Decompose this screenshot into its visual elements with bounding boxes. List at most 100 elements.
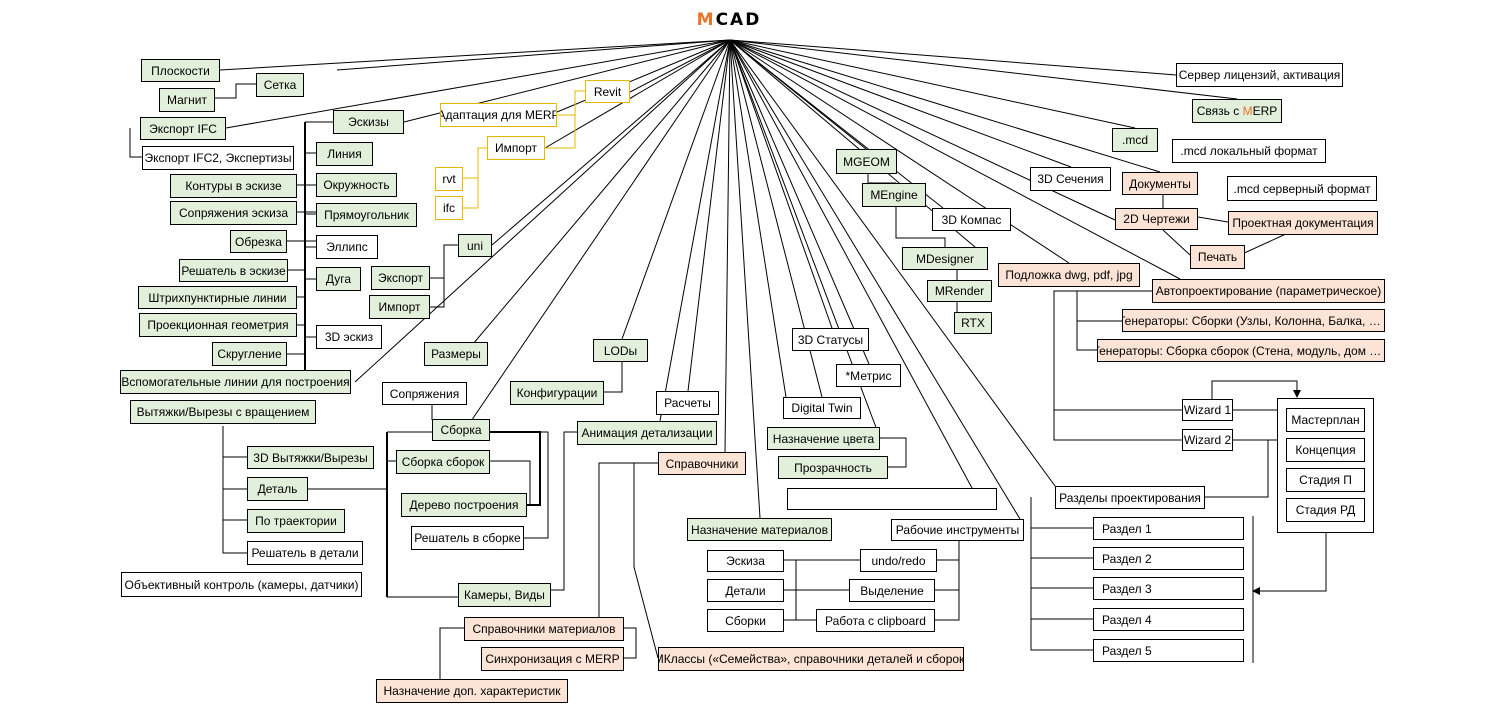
node-prozrachnost[interactable]: Прозрачность [778, 456, 888, 479]
node-rvt[interactable]: rvt [435, 167, 463, 191]
node-digital-twin[interactable]: Digital Twin [783, 397, 861, 419]
node-stadiya-p[interactable]: Стадия П [1286, 468, 1365, 492]
node-dokumenty[interactable]: Документы [1122, 172, 1198, 195]
node-mcd[interactable]: .mcd [1112, 128, 1158, 152]
node-animaciya[interactable]: Анимация детализации [577, 421, 717, 445]
node-derevo[interactable]: Дерево построения [401, 493, 527, 517]
node-ploskosti[interactable]: Плоскости [141, 59, 220, 82]
node-vytyazhki[interactable]: Вытяжки/Вырезы с вращением [130, 400, 316, 424]
node-pryamougolnik[interactable]: Прямоугольник [316, 203, 417, 227]
node-proekt-doc[interactable]: Проектная документация [1228, 211, 1378, 235]
hub-connector [729, 39, 870, 365]
node-razdel-4[interactable]: Раздел 4 [1093, 608, 1244, 631]
node-3d-secheniya[interactable]: 3D Сечения [1030, 167, 1111, 191]
node-export-uni[interactable]: Экспорт [371, 266, 430, 290]
node-ifc[interactable]: ifc [435, 196, 463, 220]
node-duga[interactable]: Дуга [316, 267, 361, 291]
node-sopryazheniya-eskiza[interactable]: Сопряжения эскиза [170, 201, 297, 225]
node-skruglenie[interactable]: Скругление [212, 342, 287, 366]
node-sborka[interactable]: Сборка [432, 419, 490, 441]
node-avtoproekt[interactable]: Автопроектирование (параметрическое) [1152, 279, 1385, 303]
node-vspom[interactable]: Вспомогательные линии для построения [120, 370, 351, 394]
node-wizard2[interactable]: Wizard 2 [1182, 429, 1233, 451]
node-sprav-mat[interactable]: Справочники материалов [464, 617, 624, 641]
node-razdel-5[interactable]: Раздел 5 [1093, 639, 1244, 662]
node-mdesigner[interactable]: MDesigner [902, 247, 988, 270]
node-mcd-local[interactable]: .mcd локальный формат [1172, 139, 1326, 163]
node-liniya[interactable]: Линия [316, 142, 373, 166]
node-metris[interactable]: *Метрис [836, 364, 901, 387]
node-razdel-2[interactable]: Раздел 2 [1093, 547, 1244, 570]
app-title: MCAD [696, 10, 762, 30]
node-clipboard[interactable]: Работа с clipboard [816, 609, 935, 632]
node-3d-kompas[interactable]: 3D Компас [932, 208, 1011, 231]
node-mklassy[interactable]: МКлассы («Семейства», справочники детале… [658, 647, 964, 671]
node-import-top[interactable]: Импорт [487, 136, 545, 160]
node-server[interactable]: Сервер лицензий, активация [1176, 63, 1343, 87]
node-gen-sborki[interactable]: Генераторы: Сборки (Узлы, Колонна, Балка… [1122, 309, 1385, 332]
node-razmery[interactable]: Размеры [424, 342, 488, 366]
node-obrezka[interactable]: Обрезка [230, 230, 287, 253]
hub-connector [729, 39, 833, 329]
node-rtx[interactable]: RTX [954, 312, 992, 334]
node-undo[interactable]: undo/redo [860, 549, 937, 572]
node-razdel-1[interactable]: Раздел 1 [1093, 517, 1244, 540]
node-sborki[interactable]: Сборки [707, 609, 784, 632]
node-shtrih[interactable]: Штрихпунктирные линии [138, 286, 297, 309]
node-naznach-cveta[interactable]: Назначение цвета [767, 427, 880, 450]
node-stadiya-rd[interactable]: Стадия РД [1286, 498, 1365, 522]
node-po-traektorii[interactable]: По траектории [247, 509, 345, 533]
node-export-ifc2[interactable]: Экспорт IFC2, Экспертизы [142, 146, 294, 170]
node-podlozhka[interactable]: Подложка dwg, pdf, jpg [998, 263, 1140, 287]
node-sborka-sborok[interactable]: Сборка сборок [396, 450, 490, 474]
node-2d-chertezhi[interactable]: 2D Чертежи [1115, 208, 1198, 230]
node-razdel-3[interactable]: Раздел 3 [1093, 577, 1244, 600]
node-eskiza[interactable]: Эскиза [707, 550, 784, 572]
node-kamery[interactable]: Камеры, Виды [458, 583, 551, 607]
node-mgeom[interactable]: MGEOM [836, 149, 897, 174]
node-adaptaciya[interactable]: Адаптация для MERP [440, 103, 557, 127]
node-reshatel-detal[interactable]: Решатель в детали [247, 541, 363, 565]
node-setka[interactable]: Сетка [256, 73, 304, 97]
node-kontury[interactable]: Контуры в эскизе [170, 174, 297, 198]
node-sopryazheniya[interactable]: Сопряжения [382, 382, 467, 405]
node-mcd-server[interactable]: .mcd серверный формат [1227, 176, 1377, 201]
node-obj-control[interactable]: Объективный контроль (камеры, датчики) [121, 572, 362, 597]
node-razdely[interactable]: Разделы проектирования [1055, 486, 1205, 509]
node-raschety[interactable]: Расчеты [656, 391, 719, 415]
node-koncepciya[interactable]: Концепция [1286, 438, 1365, 462]
hub-connector [724, 39, 731, 453]
node-detal[interactable]: Деталь [247, 477, 308, 501]
node-export-ifc[interactable]: Экспорт IFC [140, 117, 226, 140]
node-wizard1[interactable]: Wizard 1 [1182, 399, 1233, 421]
node-vytyazhki-3d[interactable]: 3D Вытяжки/Вырезы [247, 446, 374, 469]
node-vydelenie[interactable]: Выделение [849, 579, 935, 602]
node-sinhr[interactable]: Синхронизация с MERP [481, 647, 624, 671]
node-uni[interactable]: uni [458, 234, 492, 257]
node-mengine[interactable]: MEngine [862, 183, 926, 207]
node-naznach-dop[interactable]: Назначение доп. характеристик [376, 679, 568, 703]
node-okruzhnost[interactable]: Окружность [316, 173, 397, 197]
node-detali[interactable]: Детали [707, 579, 784, 602]
node-proekc[interactable]: Проекционная геометрия [139, 313, 297, 337]
node-import-uni[interactable]: Импорт [369, 295, 430, 319]
node-revit[interactable]: Revit [585, 80, 630, 103]
node-gen-sborka-sborok[interactable]: Генераторы: Сборка сборок (Стена, модуль… [1097, 339, 1385, 362]
node-eskizy[interactable]: Эскизы [333, 110, 404, 134]
node-empty[interactable] [787, 488, 997, 510]
node-ellips[interactable]: Эллипс [316, 235, 378, 259]
node-mrender[interactable]: MRender [927, 280, 992, 302]
node-rabochie[interactable]: Рабочие инструменты [891, 519, 1024, 541]
node-3d-eskiz[interactable]: 3D эскиз [316, 325, 382, 349]
node-naznach-mat[interactable]: Назначение материалов [687, 518, 832, 541]
node-pechat[interactable]: Печать [1190, 245, 1245, 269]
node-masterplan[interactable]: Мастерплан [1286, 408, 1365, 432]
node-reshatel-eskiz[interactable]: Решатель в эскизе [179, 259, 288, 282]
node-3d-statusy[interactable]: 3D Статусы [792, 328, 869, 351]
node-spravochniki[interactable]: Справочники [658, 452, 746, 475]
node-magnit[interactable]: Магнит [159, 88, 215, 112]
node-lody[interactable]: LODы [593, 339, 648, 362]
node-reshatel-sborka[interactable]: Решатель в сборке [411, 526, 524, 550]
node-konfig[interactable]: Конфигурации [510, 381, 604, 405]
